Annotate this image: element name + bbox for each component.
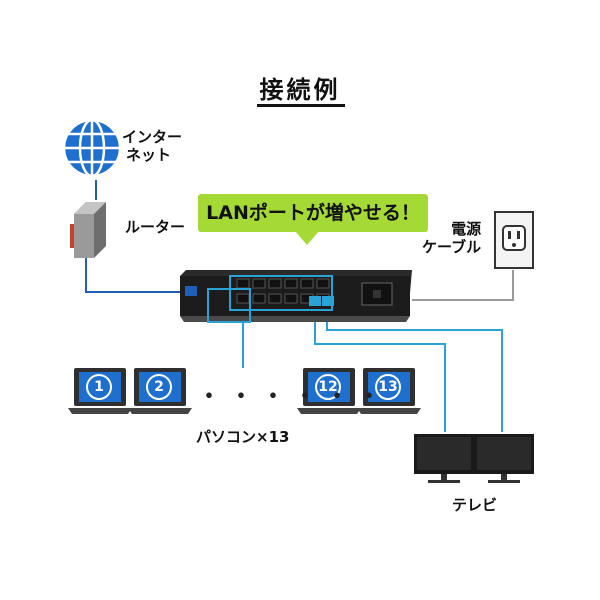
title-underline — [257, 104, 345, 107]
diagram-title: 接続例 — [259, 76, 341, 104]
wan-port — [185, 286, 197, 296]
tv-cable-1 — [314, 308, 446, 432]
network-switch — [180, 270, 412, 323]
pc-number-13: 13 — [375, 374, 401, 400]
pc-number-2: 2 — [146, 374, 172, 400]
callout-tail — [295, 231, 319, 245]
monitor-1 — [414, 434, 474, 483]
tv-label: テレビ — [452, 496, 498, 514]
pc-number-1: 1 — [86, 374, 112, 400]
tv-port-1 — [309, 296, 321, 306]
monitor-2 — [474, 434, 534, 483]
router-icon — [70, 202, 106, 258]
router-switch-cable — [85, 256, 188, 293]
pc-port-group — [207, 288, 251, 323]
callout-bubble: LANポートが増やせる！ — [198, 194, 428, 232]
power-cable-label: 電源 ケーブル — [422, 220, 482, 256]
pc-number-12: 12 — [315, 374, 341, 400]
power-cable — [412, 270, 514, 301]
internet-label: インター ネット — [122, 128, 183, 164]
pcs-label: パソコン×13 — [196, 428, 290, 446]
power-outlet-icon — [494, 211, 534, 269]
tv-port-2 — [322, 296, 334, 306]
router-label: ルーター — [125, 218, 186, 236]
ellipsis-dots: ・・・・・・ — [196, 382, 389, 412]
globe-icon — [62, 118, 122, 178]
